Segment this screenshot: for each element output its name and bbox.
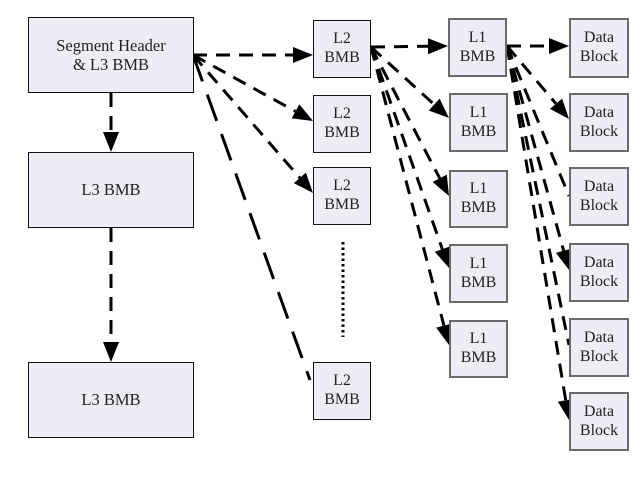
data-block-node-5: Data Block [569, 318, 629, 377]
edge-segment-header-to-l2-1 [192, 53, 297, 113]
l2-bmb-node-1: L2 BMB [313, 20, 371, 78]
edge-segment-header-to-l2-2-arrowhead [293, 172, 313, 193]
edge-l1-0-to-data-block-2 [505, 45, 571, 197]
l2-bmb-node-4: L2 BMB [313, 362, 371, 420]
data-block-node-1: Data Block [569, 18, 629, 78]
edge-l2-0-to-l1-2 [369, 46, 442, 179]
l1-bmb-node-2: L1 BMB [449, 93, 508, 152]
edge-l1-0-to-data-block-0-arrowhead [549, 38, 569, 54]
edge-l1-0-to-data-block-1 [505, 45, 558, 105]
edge-l2-0-to-l1-1 [369, 45, 436, 106]
edge-l1-0-to-data-block-4 [505, 45, 571, 346]
edge-l2-0-to-l1-3-arrowhead [434, 246, 450, 268]
edge-l2-0-to-l1-1-arrowhead [428, 98, 449, 118]
l3-bmb-node-1: L3 BMB [28, 152, 194, 228]
edge-l2-0-to-l1-3 [369, 46, 444, 250]
edge-segment-header-to-l2-0-arrowhead [293, 47, 313, 63]
data-block-node-6: Data Block [569, 392, 629, 451]
data-block-node-4: Data Block [569, 243, 629, 302]
edge-l1-0-to-data-block-5 [505, 45, 568, 401]
data-block-node-3: Data Block [569, 167, 629, 226]
edge-segment-header-to-l2-3 [191, 54, 312, 381]
l3-bmb-node-2: L3 BMB [28, 362, 194, 438]
edge-l2-0-to-l1-4 [369, 46, 446, 327]
edge-segment-header-to-l2-1-arrowhead [291, 104, 313, 121]
edge-l1-0-to-data-block-3 [505, 45, 566, 252]
l1-bmb-node-4: L1 BMB [449, 244, 508, 303]
edge-l1-0-to-data-block-1-arrowhead [549, 98, 569, 119]
segment-header-node: Segment Header & L3 BMB [28, 17, 194, 93]
edge-l2-0-to-l1-0 [370, 44, 429, 49]
l1-bmb-node-1: L1 BMB [448, 18, 507, 77]
edge-l2-0-to-l1-2-arrowhead [432, 174, 449, 196]
edge-l1-0-to-data-block-3-arrowhead [555, 248, 572, 270]
edge-l3-1-to-l3-2-arrowhead [103, 342, 119, 362]
edge-l2-0-to-l1-4-arrowhead [436, 323, 452, 345]
edge-l2-0-to-l1-0-arrowhead [427, 38, 448, 55]
l1-bmb-node-5: L1 BMB [449, 320, 508, 378]
edge-segment-header-to-l3-1-arrowhead [103, 132, 119, 152]
data-block-node-2: Data Block [569, 93, 629, 152]
edge-segment-header-to-l2-2 [191, 54, 302, 179]
l2-bmb-node-3: L2 BMB [313, 167, 371, 225]
l2-bmb-node-2: L2 BMB [313, 95, 371, 153]
l1-bmb-node-3: L1 BMB [449, 170, 508, 228]
